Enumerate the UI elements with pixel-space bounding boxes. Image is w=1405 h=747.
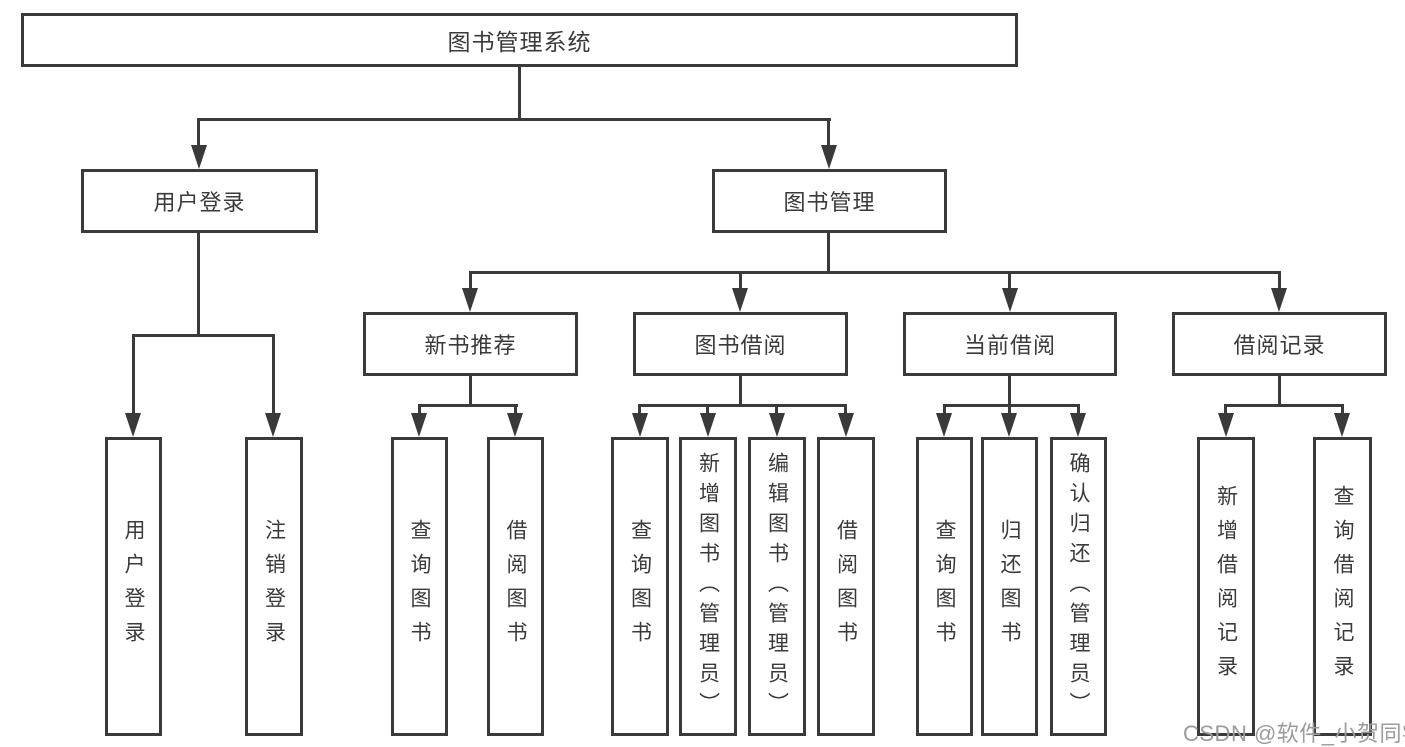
node-label: 新书推荐 (424, 333, 517, 358)
connector-line (1224, 404, 1344, 407)
node-label: 查询图书 (933, 518, 956, 655)
leaf-query-borrow-record: 查询借阅记录 (1313, 437, 1372, 736)
node-new-book-recommend: 新书推荐 (363, 312, 578, 376)
arrow-down-icon (821, 145, 837, 169)
node-label: 当前借阅 (963, 333, 1056, 358)
connector-line (418, 404, 518, 407)
node-label: 确认归还（管理员） (1067, 451, 1090, 722)
connector-line (469, 271, 1281, 274)
arrow-down-icon (191, 145, 207, 169)
connector-line (706, 404, 709, 419)
leaf-query-book-3: 查询图书 (916, 437, 973, 736)
connector-line (943, 404, 1080, 407)
arrow-down-icon (769, 413, 785, 437)
node-label: 图书借阅 (694, 333, 787, 358)
node-book-borrow: 图书借阅 (633, 312, 848, 376)
arrow-down-icon (700, 413, 716, 437)
node-borrow-records: 借阅记录 (1172, 312, 1387, 376)
connector-line (197, 233, 200, 337)
connector-line (1008, 271, 1011, 291)
connector-line (197, 118, 200, 150)
node-label: 借阅图书 (504, 518, 527, 655)
connector-line (638, 404, 847, 407)
leaf-query-book-2: 查询图书 (611, 437, 669, 736)
arrow-down-icon (838, 413, 854, 437)
connector-line (1278, 271, 1281, 291)
node-label: 借阅图书 (834, 518, 858, 655)
node-book-management: 图书管理 (712, 169, 947, 233)
node-label: 用户登录 (153, 190, 246, 215)
connector-line (827, 118, 830, 150)
connector-line (132, 334, 135, 419)
connector-line (844, 404, 847, 419)
arrow-down-icon (411, 413, 427, 437)
arrow-down-icon (1002, 288, 1018, 312)
leaf-return-book: 归还图书 (981, 437, 1038, 736)
arrow-down-icon (1271, 288, 1287, 312)
node-root: 图书管理系统 (21, 13, 1018, 67)
leaf-confirm-return-admin: 确认归还（管理员） (1050, 437, 1107, 736)
node-label: 查询借阅记录 (1331, 484, 1354, 689)
arrow-down-icon (1001, 413, 1017, 437)
arrow-down-icon (1334, 413, 1350, 437)
connector-line (1077, 404, 1080, 419)
connector-line (1341, 404, 1344, 419)
connector-line (1224, 404, 1227, 419)
leaf-user-login: 用户登录 (105, 437, 162, 736)
node-label: 图书管理系统 (447, 29, 592, 55)
connector-line (418, 404, 421, 419)
arrow-down-icon (265, 413, 281, 437)
connector-line (739, 376, 742, 406)
node-label: 查询图书 (408, 518, 431, 655)
arrow-down-icon (507, 413, 523, 437)
leaf-borrow-book-1: 借阅图书 (487, 437, 544, 736)
leaf-query-book-1: 查询图书 (391, 437, 448, 736)
connector-line (1008, 376, 1011, 406)
node-label: 查询图书 (628, 518, 652, 655)
arrow-down-icon (936, 413, 952, 437)
connector-line (197, 118, 831, 121)
watermark: CSDN @软件_小贺同学 (1183, 721, 1405, 746)
node-current-borrow: 当前借阅 (903, 312, 1117, 376)
connector-line (272, 334, 275, 419)
node-label: 新增图书（管理员） (696, 451, 720, 722)
connector-line (469, 376, 472, 406)
arrow-down-icon (462, 288, 478, 312)
node-label: 图书管理 (783, 190, 876, 215)
connector-line (827, 233, 830, 274)
connector-line (132, 334, 274, 337)
connector-line (775, 404, 778, 419)
connector-line (469, 271, 472, 291)
connector-line (1008, 404, 1011, 419)
connector-line (638, 404, 641, 419)
leaf-logout: 注销登录 (245, 437, 303, 736)
leaf-borrow-book-2: 借阅图书 (817, 437, 875, 736)
arrow-down-icon (632, 413, 648, 437)
node-user-login: 用户登录 (81, 169, 318, 233)
node-label: 编辑图书（管理员） (765, 451, 789, 722)
connector-line (518, 67, 521, 120)
leaf-edit-book-admin: 编辑图书（管理员） (748, 437, 806, 736)
node-label: 新增借阅记录 (1214, 484, 1238, 689)
arrow-down-icon (732, 288, 748, 312)
connector-line (943, 404, 946, 419)
node-label: 借阅记录 (1233, 333, 1326, 358)
leaf-add-book-admin: 新增图书（管理员） (679, 437, 737, 736)
connector-line (514, 404, 517, 419)
arrow-down-icon (1218, 413, 1234, 437)
connector-line (739, 271, 742, 291)
leaf-add-borrow-record: 新增借阅记录 (1197, 437, 1255, 736)
connector-line (1278, 376, 1281, 406)
node-label: 归还图书 (998, 518, 1021, 655)
arrow-down-icon (125, 413, 141, 437)
node-label: 用户登录 (122, 518, 145, 655)
arrow-down-icon (1070, 413, 1086, 437)
node-label: 注销登录 (262, 518, 286, 655)
